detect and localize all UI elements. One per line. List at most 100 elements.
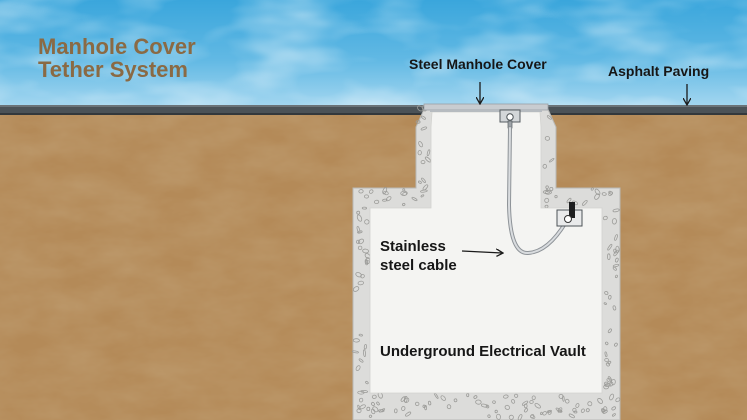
concrete-speckle bbox=[427, 400, 432, 406]
concrete-speckle bbox=[607, 328, 612, 334]
concrete-speckle bbox=[549, 157, 555, 163]
concrete-speckle bbox=[411, 196, 418, 202]
asphalt-layer bbox=[0, 105, 747, 115]
stainless-steel-cable-label: Stainless steel cable bbox=[380, 237, 457, 275]
title-line-2: Tether System bbox=[38, 57, 188, 82]
concrete-speckle bbox=[608, 295, 612, 300]
concrete-speckle bbox=[544, 136, 550, 141]
concrete-speckle bbox=[357, 280, 364, 286]
concrete-speckle bbox=[611, 406, 616, 411]
concrete-speckle bbox=[546, 409, 552, 413]
concrete-speckle bbox=[487, 414, 491, 418]
concrete-speckle bbox=[597, 397, 603, 404]
concrete-speckle bbox=[612, 305, 617, 311]
concrete-speckle bbox=[363, 349, 366, 357]
concrete-speckle bbox=[382, 198, 388, 202]
concrete-speckle bbox=[365, 380, 369, 385]
concrete-speckle bbox=[420, 160, 426, 165]
concrete-speckle bbox=[612, 266, 617, 271]
concrete-speckle bbox=[545, 185, 549, 189]
concrete-speckle bbox=[496, 413, 501, 420]
concrete-speckle bbox=[446, 404, 452, 410]
concrete-speckle bbox=[568, 413, 575, 419]
concrete-speckle bbox=[605, 362, 610, 367]
concrete-speckle bbox=[523, 408, 529, 413]
concrete-speckle bbox=[522, 400, 529, 406]
asphalt-paving-label: Asphalt Paving bbox=[608, 63, 710, 79]
concrete-speckle bbox=[364, 219, 370, 225]
concrete-speckle bbox=[371, 401, 375, 407]
concrete-speckle bbox=[356, 210, 361, 215]
concrete-speckle bbox=[611, 218, 617, 225]
concrete-speckle bbox=[480, 403, 488, 408]
concrete-speckle bbox=[401, 406, 406, 411]
steel-manhole-cover-label: Steel Manhole Cover bbox=[409, 56, 547, 72]
concrete-speckle bbox=[352, 286, 360, 292]
underground-electrical-vault-label: Underground Electrical Vault bbox=[380, 343, 586, 360]
concrete-speckle bbox=[603, 406, 608, 412]
concrete-speckle bbox=[356, 214, 363, 222]
concrete-speckle bbox=[504, 404, 510, 410]
concrete-speckle bbox=[557, 409, 563, 413]
concrete-speckle bbox=[580, 408, 585, 413]
concrete-speckle bbox=[608, 191, 613, 196]
concrete-speckle bbox=[374, 199, 380, 205]
concrete-speckle bbox=[530, 414, 536, 419]
concrete-speckle bbox=[368, 414, 373, 418]
concrete-speckle bbox=[357, 245, 363, 251]
concrete-speckle bbox=[511, 399, 516, 404]
concrete-speckle bbox=[587, 401, 593, 407]
concrete-speckle bbox=[585, 408, 590, 413]
concrete-speckle bbox=[358, 189, 364, 194]
concrete-speckle bbox=[363, 344, 367, 350]
concrete-speckle bbox=[376, 401, 380, 406]
concrete-speckle bbox=[607, 360, 612, 365]
cover-anchor-bracket bbox=[499, 109, 521, 129]
concrete-speckle bbox=[582, 200, 588, 206]
concrete-speckle bbox=[366, 406, 371, 411]
concrete-speckle bbox=[355, 272, 362, 278]
concrete-speckle bbox=[357, 390, 365, 395]
concrete-speckle bbox=[604, 381, 609, 386]
concrete-speckle bbox=[426, 149, 431, 157]
concrete-speckle bbox=[549, 186, 554, 191]
concrete-speckle bbox=[609, 393, 615, 401]
concrete-speckle bbox=[361, 206, 367, 210]
concrete-speckle bbox=[607, 243, 613, 251]
concrete-speckle bbox=[529, 400, 534, 404]
concrete-speckle bbox=[614, 274, 618, 279]
concrete-speckle bbox=[604, 351, 608, 358]
concrete-speckle bbox=[542, 163, 548, 169]
concrete-speckle bbox=[604, 290, 609, 296]
concrete-speckle bbox=[364, 260, 370, 265]
concrete-speckle bbox=[359, 404, 366, 410]
concrete-speckle bbox=[440, 395, 446, 401]
concrete-speckle bbox=[378, 409, 385, 413]
concrete-speckle bbox=[475, 399, 482, 405]
concrete-speckle bbox=[590, 187, 594, 191]
concrete-speckle bbox=[356, 239, 361, 244]
concrete-speckle bbox=[420, 194, 425, 198]
concrete-speckle bbox=[534, 403, 541, 409]
concrete-speckle bbox=[562, 395, 565, 402]
concrete-speckle bbox=[422, 404, 426, 408]
concrete-speckle bbox=[364, 194, 369, 199]
concrete-speckle bbox=[420, 126, 428, 131]
concrete-speckle bbox=[356, 408, 362, 414]
concrete-speckle bbox=[575, 403, 580, 408]
concrete-speckle bbox=[613, 249, 619, 257]
concrete-speckle bbox=[383, 190, 389, 196]
concrete-speckle bbox=[614, 234, 618, 241]
concrete-speckle bbox=[394, 408, 398, 414]
concrete-speckle bbox=[424, 156, 432, 163]
wall-anchor-bracket bbox=[556, 202, 583, 227]
concrete-speckle bbox=[602, 215, 608, 221]
concrete-speckle bbox=[355, 365, 361, 371]
concrete-speckle bbox=[614, 257, 619, 263]
concrete-speckle bbox=[594, 193, 600, 200]
concrete-speckle bbox=[371, 394, 377, 399]
concrete-speckle bbox=[494, 409, 498, 414]
concrete-speckle bbox=[417, 105, 424, 112]
concrete-speckle bbox=[614, 342, 618, 347]
concrete-speckle bbox=[606, 378, 612, 383]
